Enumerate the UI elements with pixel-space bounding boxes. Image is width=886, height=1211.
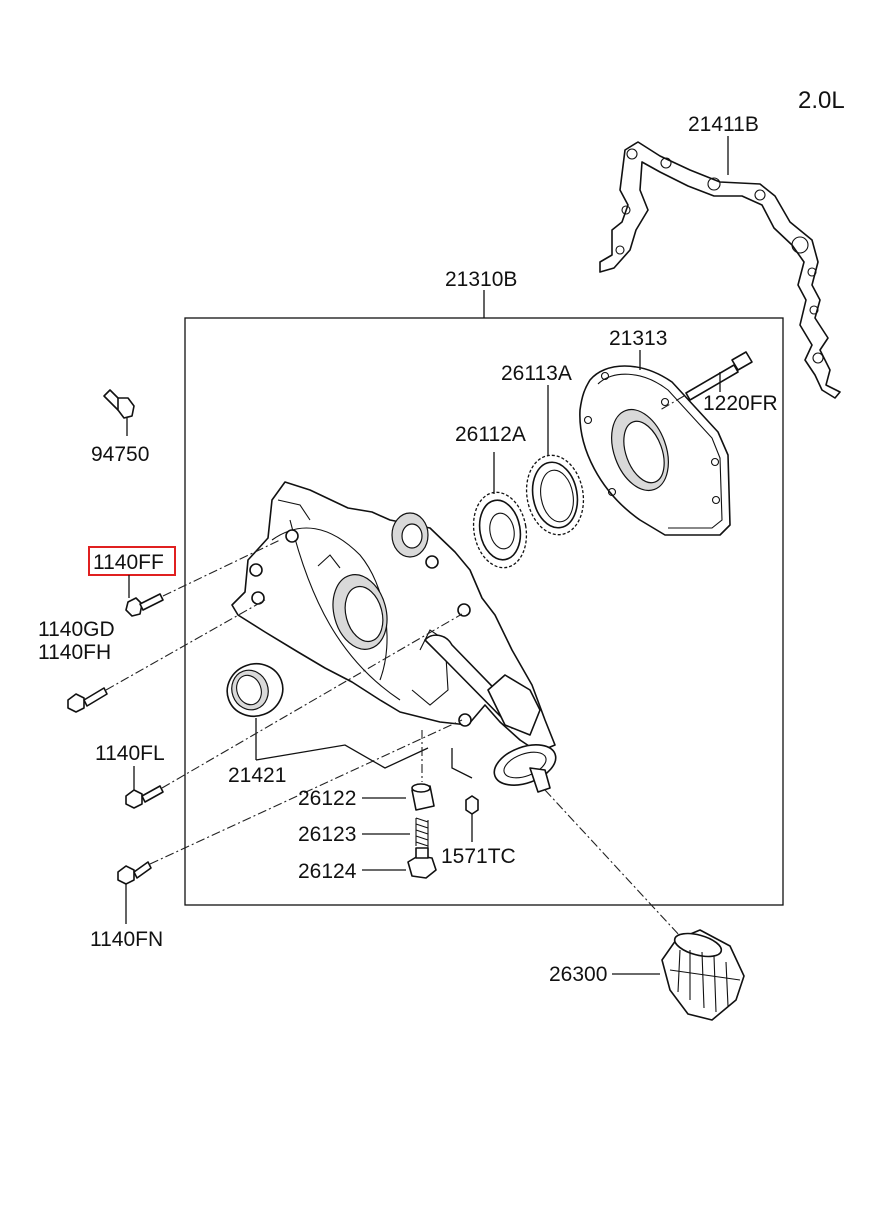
front-cover-21310b	[231, 481, 557, 793]
part-label-26300: 26300	[549, 963, 607, 986]
seal-plate-21313	[579, 365, 731, 536]
part-label-1140fn: 1140FN	[90, 928, 163, 951]
part-label-94750: 94750	[91, 443, 149, 466]
part-label-26122: 26122	[298, 787, 356, 810]
oil-filter-26300	[661, 929, 745, 1021]
part-label-21411b: 21411B	[688, 113, 759, 136]
bolt-1220fr	[685, 351, 753, 401]
plug-26124	[407, 847, 437, 879]
gear-26112a	[472, 491, 528, 569]
part-label-1571tc: 1571TC	[441, 845, 516, 868]
bolt-1571tc	[465, 795, 479, 815]
part-label-1220fr: 1220FR	[703, 392, 778, 415]
part-label-26112a: 26112A	[455, 423, 526, 446]
part-label-1140fl: 1140FL	[95, 742, 165, 765]
bolt-1140ff	[125, 593, 164, 617]
bolt-1140fl	[125, 785, 164, 809]
plunger-26122	[411, 783, 435, 811]
part-label-21310b: 21310B	[445, 268, 517, 291]
part-label-1140fh: 1140FH	[38, 641, 111, 664]
oil-seal-21421	[226, 662, 284, 718]
bolt-1140fn	[117, 861, 152, 885]
part-label-1140ff[interactable]: 1140FF	[93, 551, 164, 574]
part-label-26123: 26123	[298, 823, 356, 846]
part-label-26113a: 26113A	[501, 362, 572, 385]
spring-26123	[415, 817, 429, 848]
engine-label: 2.0L	[798, 87, 845, 114]
bolt-1140gd	[67, 687, 108, 713]
highlight-box-1140ff	[88, 546, 176, 576]
gear-26113a	[525, 454, 585, 536]
gasket-21411b	[599, 141, 841, 399]
part-label-26124: 26124	[298, 860, 357, 883]
part-label-21421: 21421	[228, 764, 286, 787]
part-label-21313: 21313	[609, 327, 667, 350]
part-label-1140gd: 1140GD	[38, 618, 115, 641]
bolt-94750	[103, 389, 135, 419]
